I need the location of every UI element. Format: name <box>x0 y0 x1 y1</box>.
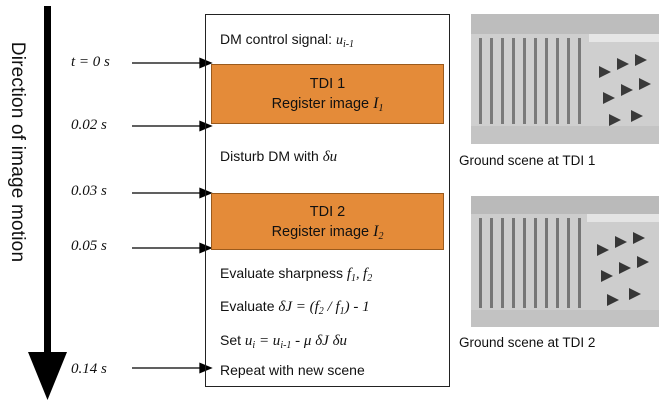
time-arrow-1 <box>132 120 213 132</box>
time-label-0: t = 0 s <box>71 54 110 70</box>
evaluate-sharpness: Evaluate sharpness f1, f2 <box>220 265 373 284</box>
process-flow-box <box>205 14 450 387</box>
time-label-4: 0.14 s <box>71 361 107 377</box>
ground-scene-tdi1-image <box>471 14 659 144</box>
time-label-3: 0.05 s <box>71 238 107 254</box>
tdi1-box: TDI 1 Register image I1 <box>211 64 444 124</box>
motion-arrow <box>28 6 67 400</box>
dm-control-signal: DM control signal: ui-1 <box>220 31 355 50</box>
set-update: Set ui = ui-1 - μ δJ δu <box>220 332 348 351</box>
caption-tdi1: Ground scene at TDI 1 <box>459 153 596 168</box>
evaluate-delta-j: Evaluate δJ = (f2 / f1) - 1 <box>220 298 370 317</box>
tdi1-register: Register image I1 <box>271 95 384 114</box>
disturb-dm: Disturb DM with δu <box>220 148 338 165</box>
time-arrow-2 <box>132 187 213 199</box>
time-arrow-4 <box>132 362 213 374</box>
time-arrow-3 <box>132 242 213 254</box>
caption-tdi2: Ground scene at TDI 2 <box>459 335 596 350</box>
time-arrow-0 <box>132 57 213 69</box>
time-label-1: 0.02 s <box>71 117 107 133</box>
ground-scene-tdi2-image <box>471 196 659 327</box>
tdi2-title: TDI 2 <box>309 204 346 220</box>
tdi1-title: TDI 1 <box>309 76 346 92</box>
repeat-new-scene: Repeat with new scene <box>220 362 365 378</box>
tdi2-box: TDI 2 Register image I2 <box>211 193 444 250</box>
tdi2-register: Register image I2 <box>271 223 384 242</box>
time-label-2: 0.03 s <box>71 183 107 199</box>
